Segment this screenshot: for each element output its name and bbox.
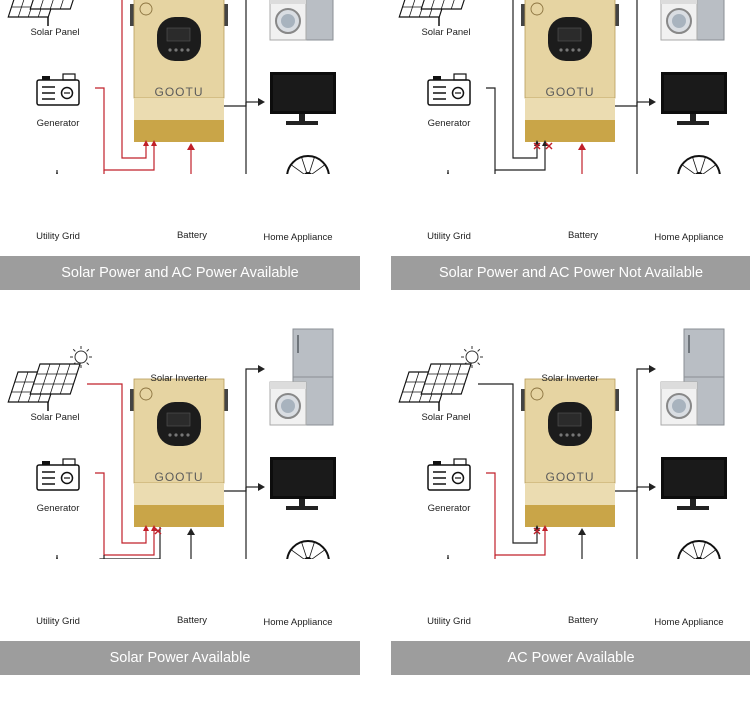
washing-machine-fridge-icon bbox=[660, 0, 725, 41]
brand-logo-text: GOOTU bbox=[154, 85, 204, 99]
television-icon bbox=[270, 457, 336, 510]
generator-label: Generator bbox=[427, 118, 471, 129]
solar-inverter-label: Solar Inverter bbox=[541, 373, 599, 384]
solar-inverter-unit bbox=[130, 378, 228, 527]
generator-icon bbox=[36, 73, 80, 106]
home-appliance-label: Home Appliance bbox=[654, 232, 724, 243]
home-appliance-label: Home Appliance bbox=[654, 617, 724, 628]
panel-caption: AC Power Available bbox=[391, 641, 750, 675]
solar-inverter-label: Solar Inverter bbox=[150, 373, 208, 384]
utility-grid-label: Utility Grid bbox=[427, 616, 471, 627]
utility-grid-tower-icon bbox=[447, 555, 449, 559]
utility-grid-tower-icon bbox=[56, 555, 58, 559]
battery-label: Battery bbox=[567, 615, 599, 626]
home-appliance-label: Home Appliance bbox=[263, 617, 333, 628]
generator-icon bbox=[36, 458, 80, 491]
diagram-canvas bbox=[7, 328, 336, 559]
brand-logo-text: GOOTU bbox=[545, 470, 595, 484]
wiring bbox=[95, 0, 265, 174]
battery-label: Battery bbox=[176, 615, 208, 626]
wiring bbox=[87, 365, 265, 559]
solar-panel-label: Solar Panel bbox=[30, 412, 80, 423]
solar-panel-label: Solar Panel bbox=[30, 27, 80, 38]
washing-machine-fridge-icon bbox=[269, 0, 334, 41]
solar-panel-icon bbox=[398, 0, 472, 26]
fan-and-bulb-icon bbox=[677, 155, 721, 174]
solar-panel-label: Solar Panel bbox=[421, 412, 471, 423]
panel-caption: Solar Power and AC Power Available bbox=[0, 256, 360, 290]
washing-machine-fridge-icon bbox=[660, 328, 725, 426]
solar-panel-icon bbox=[7, 363, 81, 411]
utility-grid-label: Utility Grid bbox=[427, 231, 471, 242]
television-icon bbox=[270, 72, 336, 125]
fan-and-bulb-icon bbox=[286, 155, 330, 174]
brand-logo-text: GOOTU bbox=[545, 85, 595, 99]
television-icon bbox=[661, 72, 727, 125]
fan-and-bulb-icon bbox=[677, 540, 721, 559]
home-appliance-label: Home Appliance bbox=[263, 232, 333, 243]
battery-label: Battery bbox=[176, 230, 208, 241]
solar-inverter-unit bbox=[130, 0, 228, 142]
sun-icon bbox=[461, 346, 483, 368]
utility-grid-label: Utility Grid bbox=[36, 616, 80, 627]
solar-panel-label: Solar Panel bbox=[421, 27, 471, 38]
television-icon bbox=[661, 457, 727, 510]
utility-grid-tower-icon bbox=[56, 170, 58, 174]
diagram-canvas bbox=[398, 0, 727, 174]
brand-logo-text: GOOTU bbox=[154, 470, 204, 484]
panel-caption: Solar Power and AC Power Not Available bbox=[391, 256, 750, 290]
diagram-canvas bbox=[398, 328, 727, 559]
utility-grid-tower-icon bbox=[447, 170, 449, 174]
wiring bbox=[478, 365, 656, 559]
generator-icon bbox=[427, 458, 471, 491]
battery-label: Battery bbox=[567, 230, 599, 241]
disconnected-x-mark bbox=[533, 142, 541, 150]
diagram-canvas bbox=[7, 0, 336, 174]
generator-label: Generator bbox=[36, 503, 80, 514]
generator-label: Generator bbox=[36, 118, 80, 129]
disconnected-x-mark bbox=[545, 142, 553, 150]
fan-and-bulb-icon bbox=[286, 540, 330, 559]
solar-inverter-unit bbox=[521, 0, 619, 142]
utility-grid-label: Utility Grid bbox=[36, 231, 80, 242]
solar-inverter-unit bbox=[521, 378, 619, 527]
generator-label: Generator bbox=[427, 503, 471, 514]
disconnected-x-mark bbox=[533, 527, 541, 535]
generator-icon bbox=[427, 73, 471, 106]
washing-machine-fridge-icon bbox=[269, 328, 334, 426]
disconnected-x-mark bbox=[154, 527, 162, 535]
panel-caption: Solar Power Available bbox=[0, 641, 360, 675]
solar-panel-icon bbox=[7, 0, 81, 26]
solar-panel-icon bbox=[398, 363, 472, 411]
